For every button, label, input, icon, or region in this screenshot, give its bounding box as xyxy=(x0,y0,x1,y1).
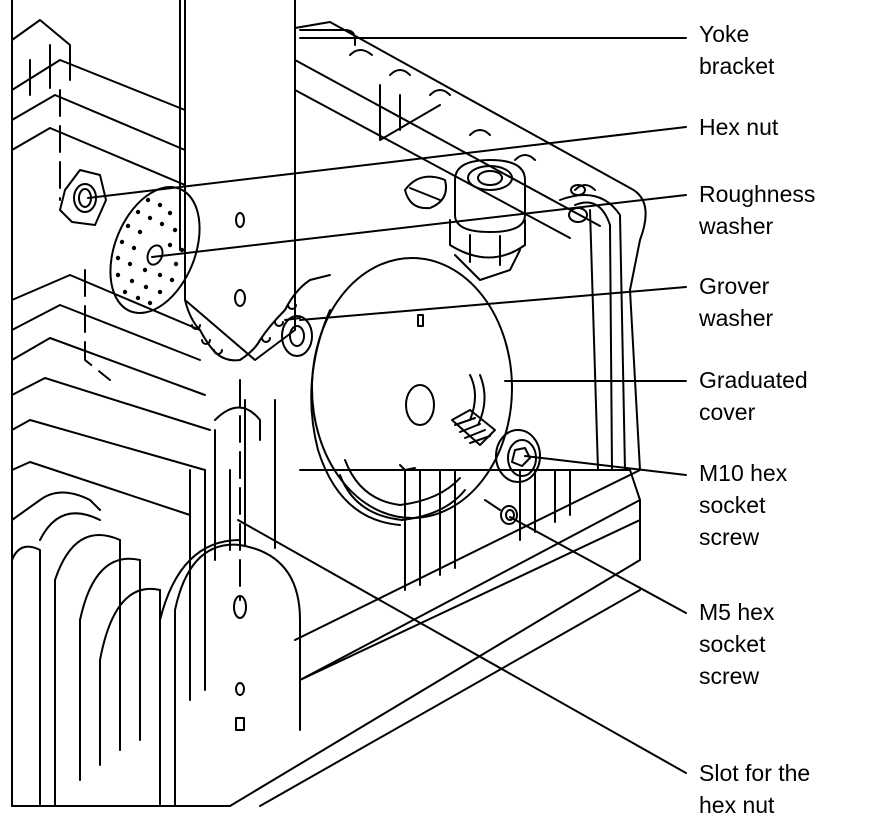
m10-screw-shape xyxy=(451,409,541,483)
washer-dots xyxy=(115,197,185,306)
leader-m5-screw xyxy=(509,516,687,614)
grover-washer-shape xyxy=(281,315,313,357)
radiator-fins xyxy=(11,19,216,807)
roughness-washer-shape xyxy=(109,185,201,315)
label-line: socket xyxy=(699,492,766,518)
label-graduated-cover: Graduated cover xyxy=(699,364,808,428)
label-m5-screw: M5 hex socket screw xyxy=(699,596,774,692)
leader-roughness-washer xyxy=(151,194,687,258)
label-line: screw xyxy=(699,663,760,689)
housing-body xyxy=(229,21,647,807)
label-line: Hex nut xyxy=(699,114,779,140)
diagram-frame xyxy=(11,0,231,807)
label-line: Graduated xyxy=(699,367,808,393)
label-slot-hex-nut: Slot for the hex nut xyxy=(699,757,810,821)
leader-lines xyxy=(87,37,687,774)
label-line: hex nut xyxy=(699,792,775,818)
label-hex-nut: Hex nut xyxy=(699,111,778,143)
yoke-lower-plate xyxy=(159,399,301,807)
label-line: bracket xyxy=(699,53,775,79)
m5-screw-shape xyxy=(484,499,518,525)
label-line: socket xyxy=(699,631,766,657)
leader-hex-nut xyxy=(87,126,687,199)
label-line: Grover xyxy=(699,273,770,299)
leader-m10-screw xyxy=(524,455,687,476)
label-line: M5 hex xyxy=(699,599,775,625)
label-line: Yoke xyxy=(699,21,750,47)
label-grover-washer: Grover washer xyxy=(699,270,773,334)
assembly-axis xyxy=(59,89,241,601)
label-roughness-washer: Roughness washer xyxy=(699,178,815,242)
label-line: washer xyxy=(699,213,774,239)
label-line: M10 hex xyxy=(699,460,788,486)
label-line: Slot for the xyxy=(699,760,811,786)
leader-slot-hex-nut xyxy=(237,519,687,774)
label-line: cover xyxy=(699,399,756,425)
label-yoke-bracket: Yoke bracket xyxy=(699,18,774,82)
hex-nut-shape xyxy=(59,169,107,226)
label-line: screw xyxy=(699,524,760,550)
label-line: washer xyxy=(699,305,774,331)
graduated-cover-shape xyxy=(310,257,513,526)
label-line: Roughness xyxy=(699,181,816,207)
yoke-bracket-shape xyxy=(179,0,331,362)
leader-grover-washer xyxy=(299,286,687,321)
label-m10-screw: M10 hex socket screw xyxy=(699,457,787,553)
